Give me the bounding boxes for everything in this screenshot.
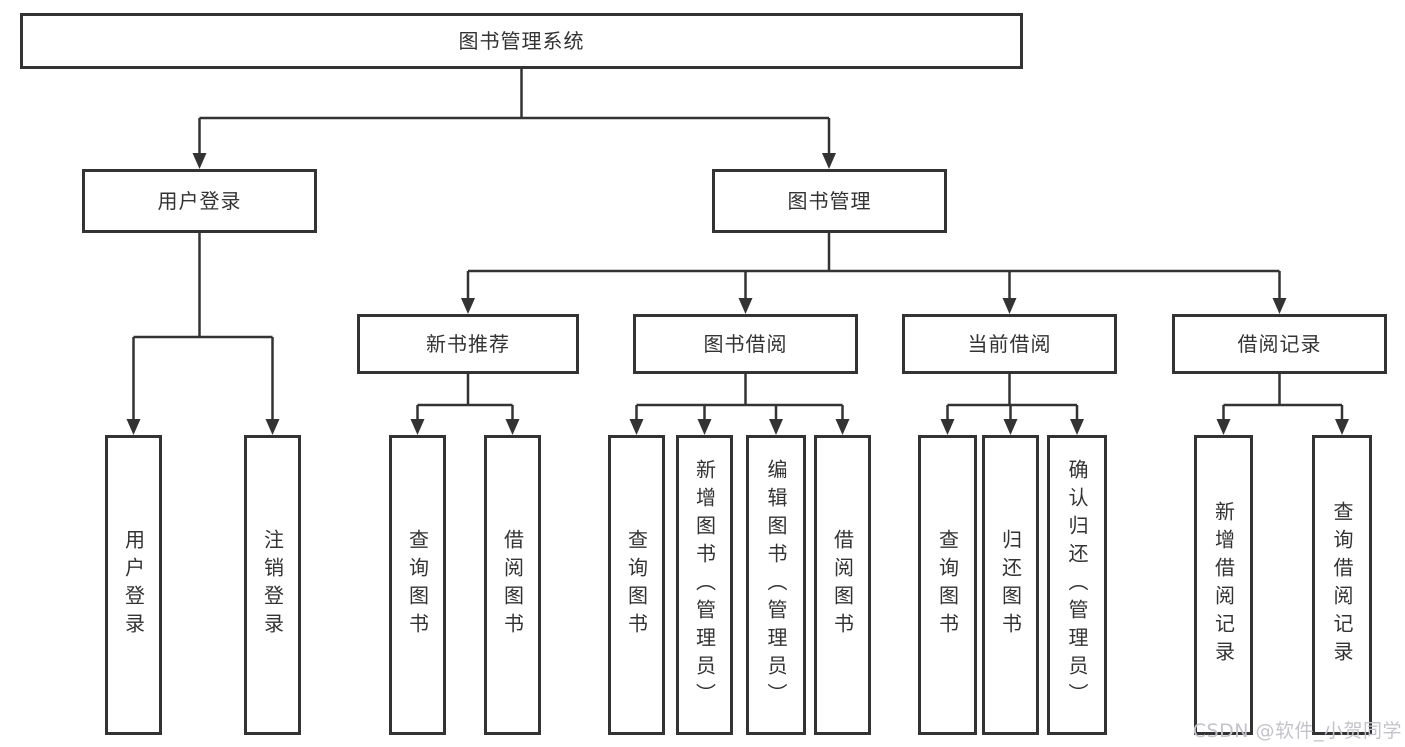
leaf-logout: 注销登录: [244, 435, 301, 735]
leaf-user-login: 用户登录: [105, 435, 162, 735]
node-current-borrow: 当前借阅: [902, 314, 1117, 374]
watermark: CSDN @软件_小贺同学: [1192, 720, 1402, 742]
node-user-login: 用户登录: [82, 169, 317, 233]
leaf-query-books-current: 查询图书: [918, 435, 977, 735]
leaf-borrow-books-recommend: 借阅图书: [484, 435, 541, 735]
leaf-add-books-admin: 新增图书（管理员）: [676, 435, 733, 735]
leaf-return-books: 归还图书: [982, 435, 1039, 735]
arrowhead-icons: [126, 153, 1349, 435]
leaf-query-books-borrow: 查询图书: [608, 435, 665, 735]
leaf-edit-books-admin: 编辑图书（管理员）: [746, 435, 806, 735]
node-book-borrow: 图书借阅: [633, 314, 858, 374]
node-library-management-system: 图书管理系统: [20, 13, 1023, 69]
leaf-add-borrow-record: 新增借阅记录: [1194, 435, 1253, 735]
node-book-management: 图书管理: [712, 169, 947, 233]
node-borrow-records: 借阅记录: [1172, 314, 1387, 374]
leaf-confirm-return-admin: 确认归还（管理员）: [1047, 435, 1107, 735]
connector-lines: [132, 69, 1344, 422]
leaf-query-books-recommend: 查询图书: [389, 435, 446, 735]
node-new-book-recommend: 新书推荐: [357, 314, 579, 374]
leaf-borrow-books: 借阅图书: [814, 435, 871, 735]
leaf-query-borrow-record: 查询借阅记录: [1312, 435, 1372, 735]
